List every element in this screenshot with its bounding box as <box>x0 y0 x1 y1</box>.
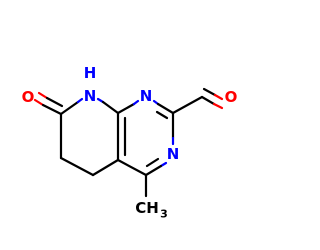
bond-cho-o-a <box>212 102 224 110</box>
bond-n1-c2-double <box>155 110 169 120</box>
nitrogen-label-right: N <box>167 145 180 163</box>
bond-n3-c4 <box>144 164 163 177</box>
nitrogen-label-nh: N <box>84 87 97 105</box>
bond-c7-o-b <box>37 91 49 100</box>
bond-c2-cho <box>171 95 204 115</box>
bond-n3-c4-double <box>145 157 160 168</box>
bond-c6-c5 <box>59 156 95 177</box>
oxygen-label-amide: O <box>22 88 35 106</box>
bond-c7-n8 <box>59 100 80 116</box>
bond-n8-c8a <box>101 100 120 115</box>
bond-c7-o-b-c <box>45 96 64 108</box>
bond-cho-o-b <box>213 93 224 101</box>
bond-c5-c4a <box>91 158 120 177</box>
bond-cho-o-b-c <box>202 87 217 97</box>
bond-c7-n8-n-part <box>76 97 84 104</box>
chemical-structure-diagram: O N H N N O CH 3 <box>22 64 238 221</box>
bond-c7-o-a <box>33 98 45 107</box>
methyl-subscript: 3 <box>160 208 168 221</box>
bond-n1-c2 <box>156 102 175 115</box>
oxygen-label-aldehyde: O <box>225 88 238 106</box>
hydrogen-label-nh: H <box>84 64 97 82</box>
bond-c7-o-a-c <box>41 103 63 116</box>
nitrogen-label-top: N <box>140 87 153 105</box>
bond-cho-o-a-c <box>200 95 216 106</box>
bond-c4-c4a <box>116 158 148 177</box>
bond-c8a-n1 <box>116 102 136 115</box>
bond-c8a-n1-n-part <box>132 99 140 106</box>
methyl-label: CH <box>135 199 159 217</box>
